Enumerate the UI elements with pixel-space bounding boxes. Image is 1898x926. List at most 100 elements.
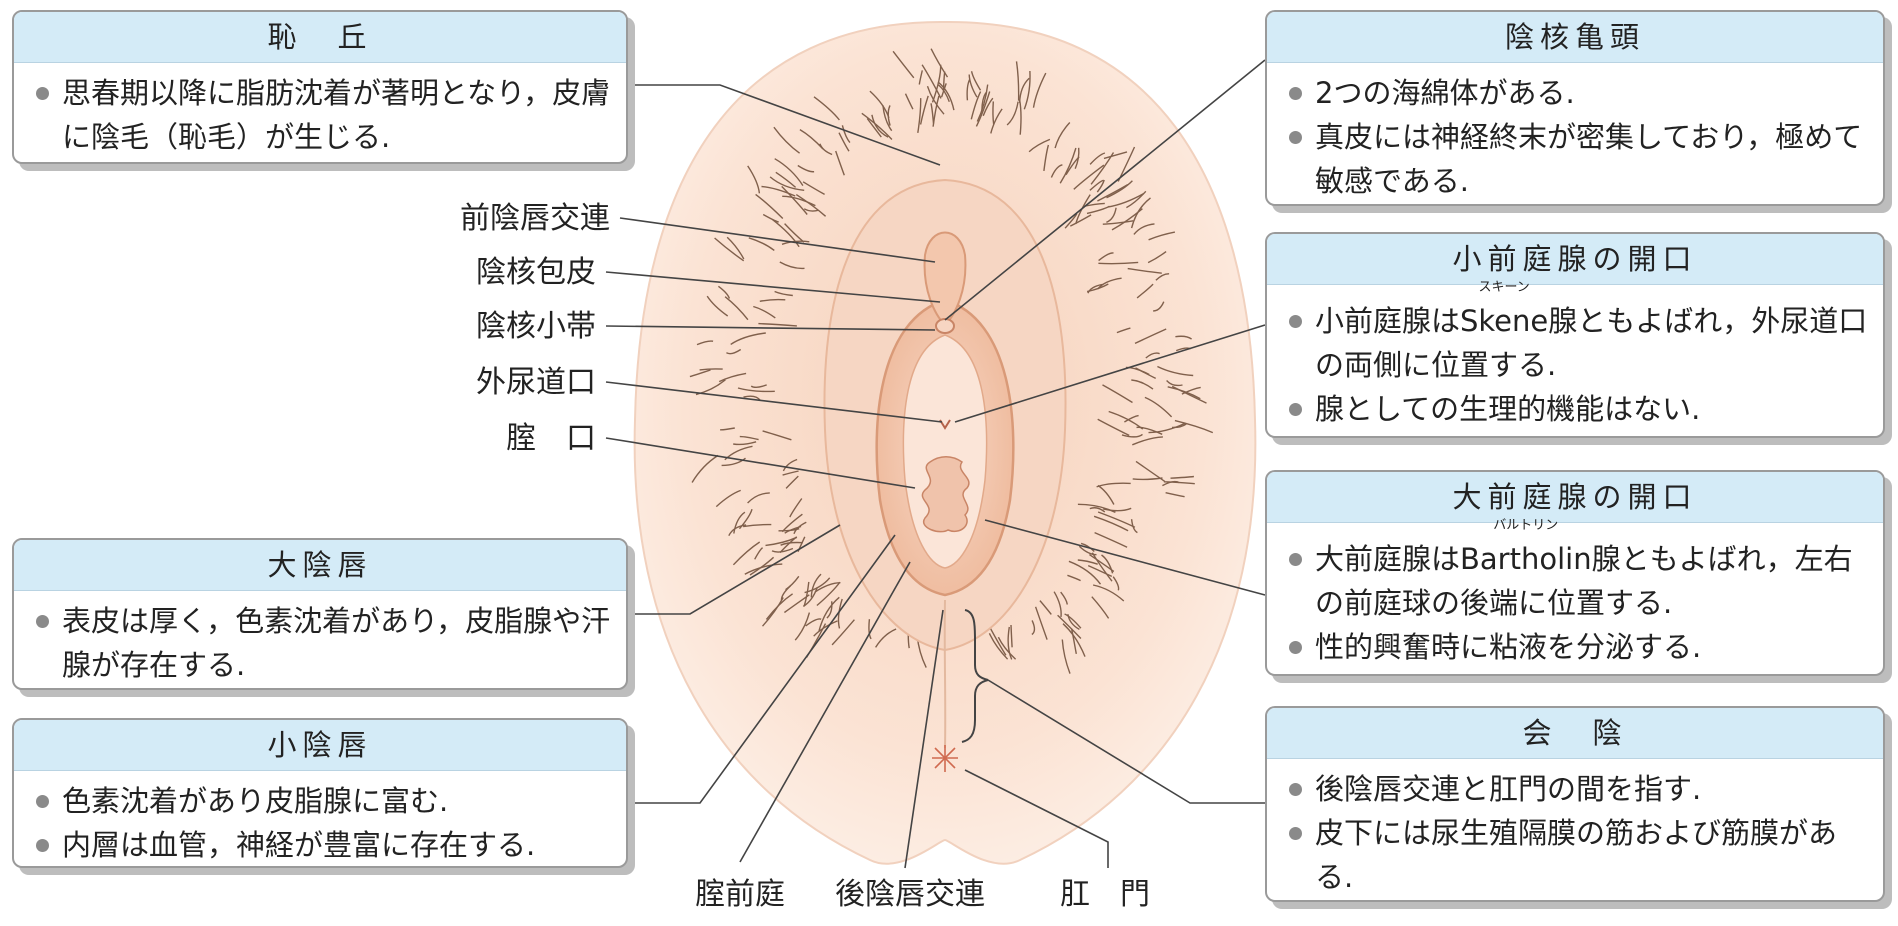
label-urethral-orifice: 外尿道口 [476, 365, 596, 400]
hair-stroke [1091, 596, 1110, 619]
hair-stroke [1102, 220, 1134, 225]
hair-stroke [841, 125, 851, 144]
ruby-base: Skene [1460, 304, 1549, 338]
hair-stroke [1148, 422, 1186, 434]
ruby-reading: スキーン [1478, 280, 1530, 295]
hair-stroke [1061, 639, 1071, 674]
hair-stroke [730, 332, 766, 345]
hair-stroke [749, 556, 775, 576]
hair-stroke [819, 143, 833, 156]
box-title: 大前庭腺の開口 [1267, 472, 1883, 523]
bullet-item: 後陰唇交連と肛門の間を指す. [1285, 767, 1871, 811]
hair-stroke [726, 236, 745, 260]
hair-stroke [810, 573, 822, 598]
hair-stroke [1089, 152, 1106, 165]
hair-stroke [813, 96, 840, 121]
hair-stroke [938, 84, 950, 102]
hair-stroke [1059, 147, 1077, 184]
hair-stroke [759, 298, 786, 302]
hair-stroke [1157, 365, 1194, 377]
ruby-word: スキーン Skene [1460, 281, 1549, 343]
hair-stroke [774, 158, 804, 186]
hair-stroke [773, 126, 801, 154]
leader-lines [605, 59, 1266, 869]
hair-stroke [1015, 61, 1020, 101]
box-title: 会 陰 [1267, 708, 1883, 759]
hair-stroke [755, 193, 784, 219]
hair-stroke [1127, 267, 1162, 274]
hair-stroke [1136, 426, 1163, 435]
hair-stroke [762, 430, 792, 441]
hair-stroke [718, 372, 747, 383]
bullet-item: 腺としての生理的機能はない. [1285, 387, 1871, 431]
hair-stroke [733, 441, 757, 446]
hair-stroke [892, 50, 915, 79]
hair-stroke [789, 498, 803, 518]
hair-stroke [802, 587, 818, 607]
hair-stroke [1090, 152, 1115, 185]
hair-stroke [1147, 251, 1167, 264]
hair-stroke [1096, 179, 1105, 193]
hair-stroke [1057, 614, 1082, 639]
hair-stroke [794, 612, 811, 641]
hair-stroke [1181, 386, 1201, 395]
bullet-item: 皮下には尿生殖隔膜の筋および筋膜がある. [1285, 811, 1871, 899]
hair-stroke [784, 525, 802, 534]
hair-stroke [1165, 492, 1185, 498]
text: 腺ともよばれ，外尿道口の両側に位置する. [1315, 304, 1868, 382]
hair-stroke [748, 237, 775, 251]
hair-stroke [919, 95, 929, 125]
hair-stroke [1087, 283, 1103, 294]
hair-stroke [932, 95, 940, 127]
hair-stroke [1103, 151, 1128, 160]
hair-stroke [762, 213, 779, 223]
hair-stroke [774, 290, 793, 297]
hair-stroke [1126, 190, 1147, 209]
hair-stroke [835, 150, 845, 176]
hair-stroke [1069, 214, 1092, 227]
hair-stroke [699, 368, 723, 371]
text: 大前庭腺は [1315, 542, 1461, 576]
hair-stroke [1010, 624, 1013, 648]
hair-stroke [1065, 156, 1080, 176]
bullet-item: 色素沈着があり皮脂腺に富む. [32, 779, 614, 823]
hair-stroke [1174, 419, 1214, 434]
hair-stroke [782, 195, 816, 207]
hair-stroke [917, 98, 922, 134]
hair-stroke [1135, 460, 1166, 482]
bullet-item: 真皮には神経終末が密集しており，極めて敏感である. [1285, 115, 1871, 203]
hair-stroke [997, 636, 1017, 660]
hair-stroke [1031, 620, 1036, 636]
hair-stroke [1163, 481, 1195, 485]
hair-stroke [1093, 515, 1129, 532]
pubic-hair [689, 48, 1214, 674]
bullet-item: 2つの海綿体がある. [1285, 71, 1871, 115]
hair-stroke [837, 598, 843, 629]
hair-stroke [1124, 414, 1139, 423]
hair-stroke [720, 427, 735, 431]
bullet-item: 思春期以降に脂肪沈着が著明となり，皮膚に陰毛（恥毛）が生じる. [32, 71, 614, 159]
hair-stroke [1007, 626, 1013, 660]
hair-stroke [1167, 386, 1201, 400]
hair-stroke [1089, 507, 1106, 513]
hair-stroke [714, 237, 745, 262]
hair-stroke [772, 219, 800, 248]
hair-stroke [931, 64, 942, 103]
vaginal-orifice-shape [921, 456, 970, 533]
hair-stroke [1116, 327, 1131, 334]
box-mons-pubis: 恥 丘 思春期以降に脂肪沈着が著明となり，皮膚に陰毛（恥毛）が生じる. [12, 10, 628, 164]
hair-stroke [1175, 335, 1193, 340]
hair-stroke [1086, 205, 1110, 215]
box-title: 大陰唇 [14, 540, 626, 591]
hair-stroke [1097, 418, 1130, 437]
hair-stroke [1098, 252, 1114, 262]
hair-stroke [754, 547, 764, 560]
hair-stroke [715, 489, 741, 508]
hair-stroke [1032, 72, 1047, 108]
hair-stroke [696, 340, 714, 346]
hair-stroke [1043, 144, 1050, 171]
